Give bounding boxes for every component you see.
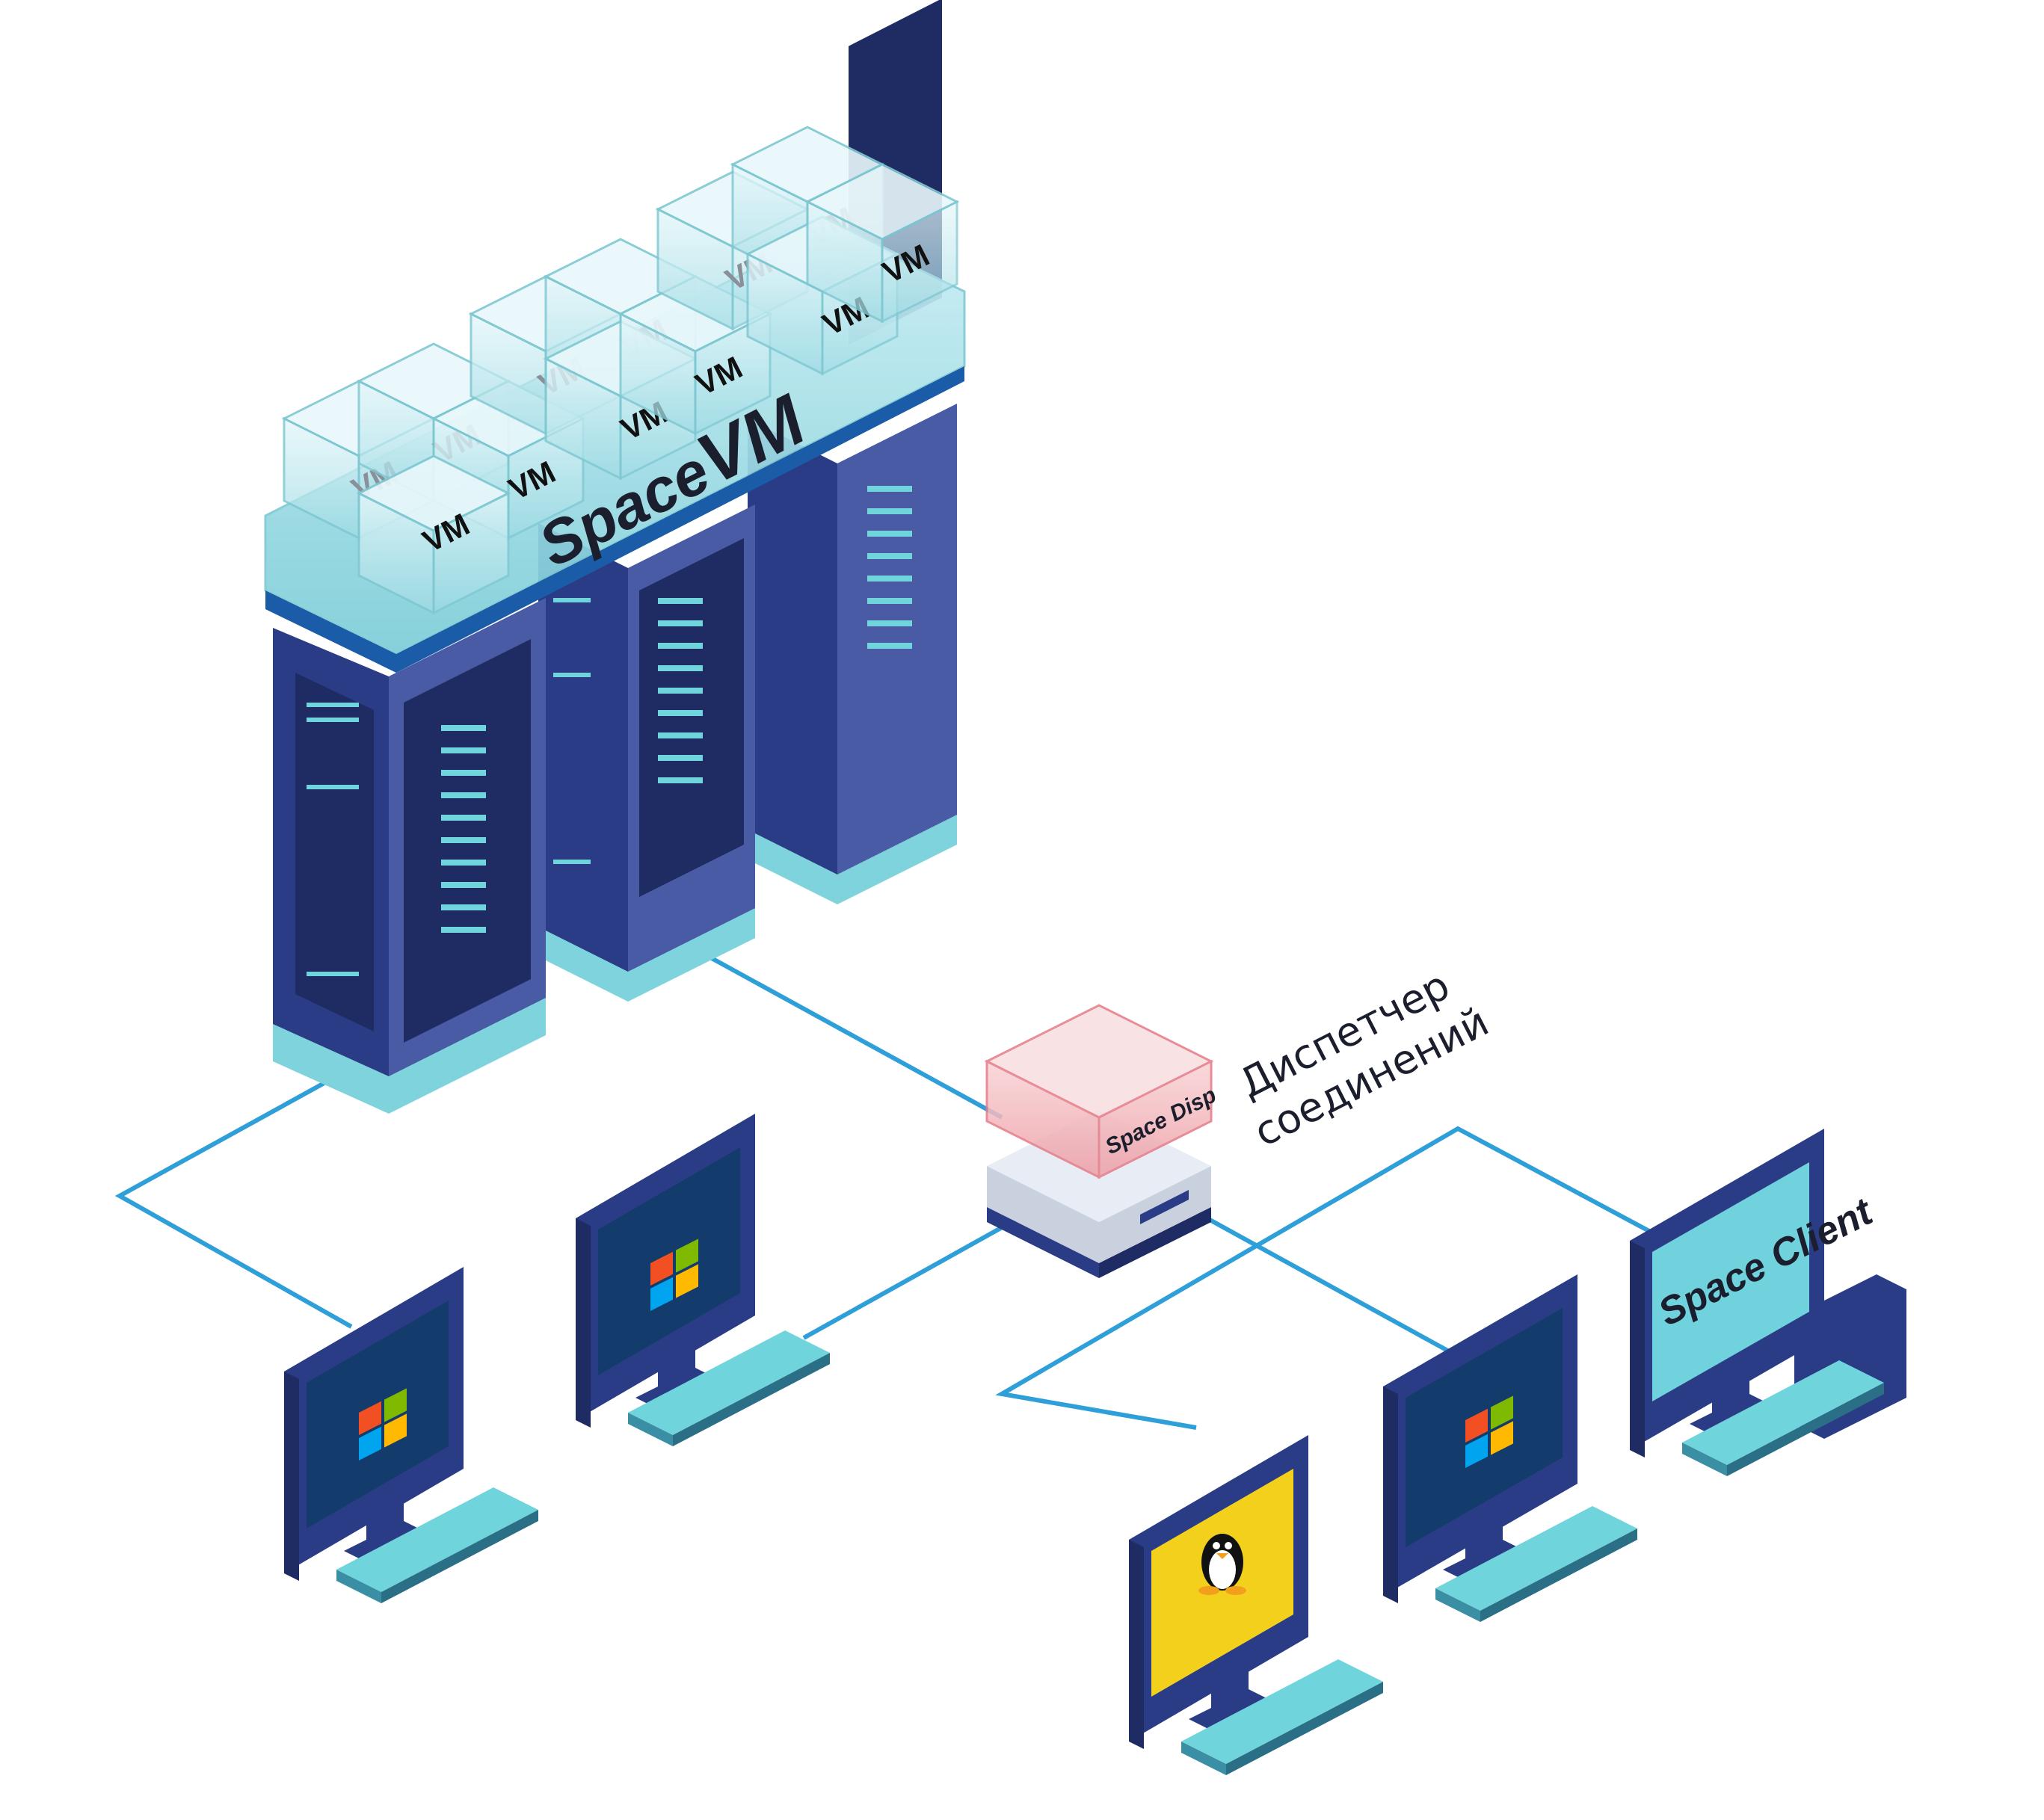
server-rack-1 [273,598,546,1114]
space-disp-device: Space Disp [984,1004,1220,1278]
link-linux-to-hub [995,1126,1669,1430]
windows-logo-icon [650,1238,698,1311]
link-dispatcher-to-desktop-right [1165,1194,1467,1363]
vm-cube: VM [804,163,960,324]
vm-cube: VM [618,275,773,436]
desktop-windows-left [284,1267,538,1603]
dispatcher-caption: Диспетчер соединений [1231,961,1496,1156]
desktop-windows-right [1383,1274,1637,1622]
linux-penguin-icon [1198,1534,1246,1595]
link-server-to-dispatcher [694,947,1003,1120]
vm-cubes: VM VM VM VM VM [281,126,960,615]
link-dispatcher-to-desktop-center [802,1209,1033,1340]
windows-logo-icon [1465,1395,1513,1468]
windows-logo-icon [359,1388,407,1460]
server-rack-2 [538,505,755,1002]
space-disp-glass [984,1004,1214,1179]
desktop-windows-center [576,1114,830,1446]
desktop-space-client: Space Client [1630,1129,1906,1476]
link-server-to-desktop-left [114,1074,353,1329]
network-links [114,947,1669,1430]
vm-cube: VM [356,454,511,615]
desktop-linux [1129,1435,1383,1775]
